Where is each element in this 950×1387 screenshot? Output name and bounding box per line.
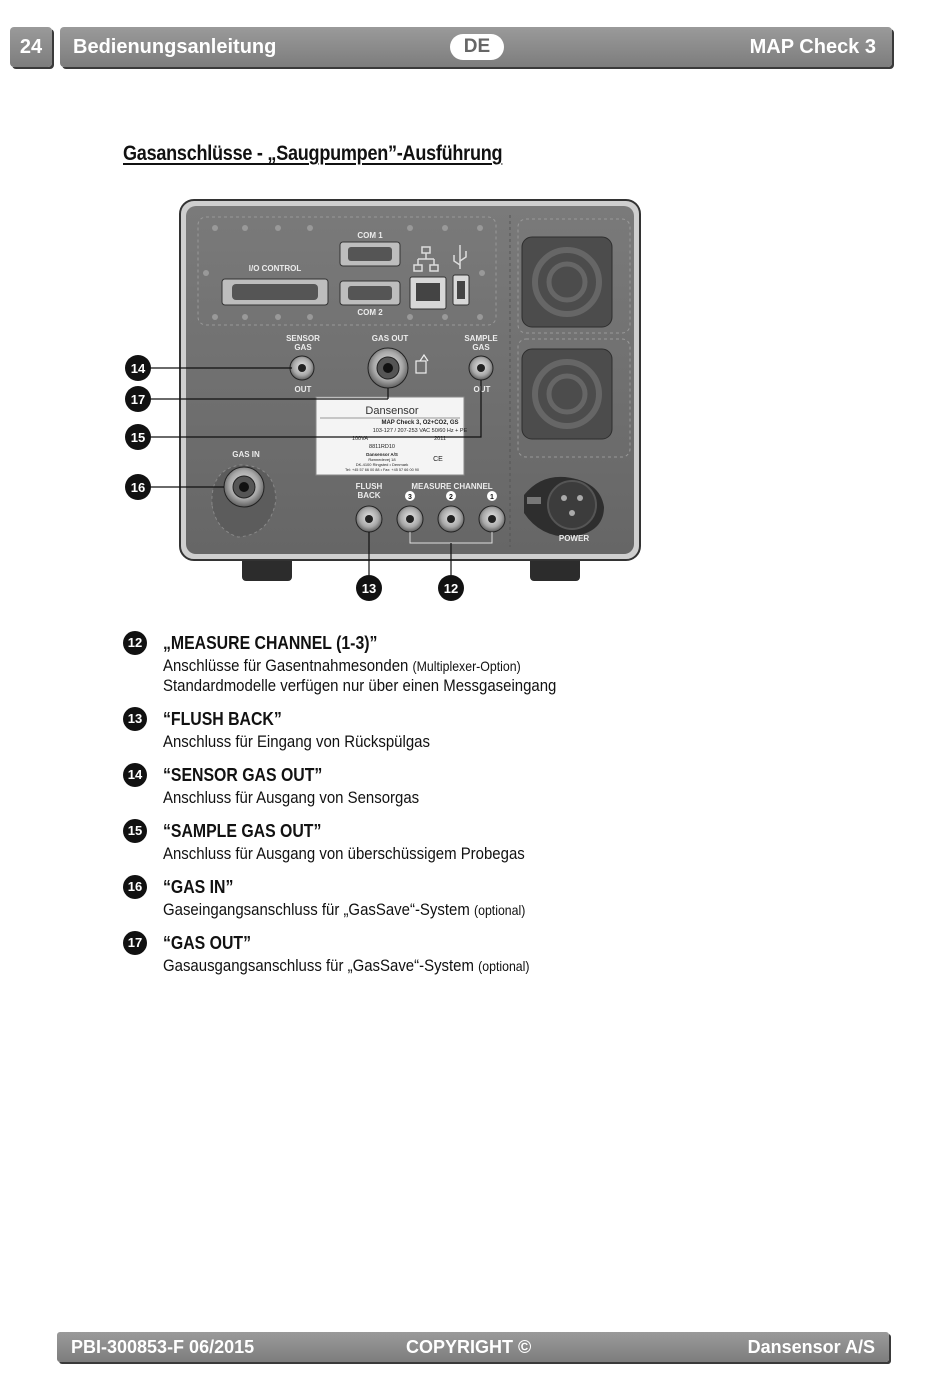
sensor-out-label: OUT: [295, 385, 312, 394]
callout-15: 15: [125, 424, 151, 450]
plate-brand: Dansensor: [365, 405, 419, 417]
callout-16: 16: [125, 474, 151, 500]
plate-ce-mark: CE: [433, 456, 443, 463]
item-title: “GAS OUT”: [163, 933, 252, 953]
measure-channel-label: MEASURE CHANNEL: [411, 482, 492, 491]
item-title: “GAS IN”: [163, 877, 234, 897]
network-icon: [413, 246, 439, 272]
plate-address-1: Rønnedevej 18: [368, 457, 396, 462]
left-foot: [242, 555, 292, 581]
gassave-icon: [415, 353, 429, 374]
item-description: Gaseingangsanschluss für „GasSave“-Syste…: [163, 900, 526, 919]
company-name: Dansensor A/S: [747, 1337, 875, 1357]
item-description: Anschluss für Ausgang von Sensorgas: [163, 788, 420, 807]
svg-text:15: 15: [131, 430, 145, 445]
plate-year: 2011: [434, 436, 446, 442]
plate-company: Dansensor A/S: [366, 452, 398, 457]
svg-text:17: 17: [131, 392, 145, 407]
list-item: 17 “GAS OUT” Gasausgangsanschluss für „G…: [123, 930, 683, 976]
section-title: Gasanschlüsse - „Saugpumpen”-Ausführung: [123, 142, 503, 165]
copyright-notice: COPYRIGHT ©: [406, 1337, 532, 1357]
svg-text:13: 13: [362, 581, 376, 596]
page-number: 24: [10, 27, 52, 67]
sensor-gas-label-1: SENSOR: [286, 334, 320, 343]
list-item: 15 “SAMPLE GAS OUT” Anschluss für Ausgan…: [123, 818, 683, 864]
list-item: 16 “GAS IN” Gaseingangsanschluss für „Ga…: [123, 874, 683, 920]
item-title: „MEASURE CHANNEL (1-3)”: [163, 633, 378, 653]
plate-power: 100VA: [352, 436, 368, 442]
item-description: Anschlüsse für Gasentnahmesonden (Multip…: [163, 656, 521, 675]
header-bar: Bedienungsanleitung DE MAP Check 3: [60, 27, 892, 67]
callout-17: 17: [125, 386, 151, 412]
right-foot: [530, 555, 580, 581]
item-number-badge: 13: [123, 707, 147, 731]
sample-gas-label-1: SAMPLE: [464, 334, 498, 343]
flush-back-label-2: BACK: [357, 491, 380, 500]
svg-text:16: 16: [131, 480, 145, 495]
item-title: “FLUSH BACK”: [163, 709, 282, 729]
flush-back-label-1: FLUSH: [356, 482, 383, 491]
com1-label: COM 1: [357, 231, 383, 240]
connector-plate: [197, 216, 497, 326]
list-item: 12 „MEASURE CHANNEL (1-3)” Anschlüsse fü…: [123, 630, 683, 696]
sensor-gas-label-2: GAS: [294, 343, 312, 352]
item-title: “SENSOR GAS OUT”: [163, 765, 323, 785]
list-item: 14 “SENSOR GAS OUT” Anschluss für Ausgan…: [123, 762, 683, 808]
callout-12: 12: [438, 575, 464, 601]
plate-voltage: 103-127 / 207-253 VAC 50/60 Hz + PE: [373, 428, 468, 434]
channel-3-number: 3: [408, 494, 412, 501]
channel-1-number: 1: [490, 494, 494, 501]
manual-title: Bedienungsanleitung: [73, 36, 277, 58]
item-description-2: Standardmodelle verfügen nur über einen …: [163, 676, 557, 695]
plate-address-2: DK-4100 Ringsted • Denmark: [356, 462, 409, 467]
list-item: 13 “FLUSH BACK” Anschluss für Eingang vo…: [123, 706, 683, 752]
com2-label: COM 2: [357, 308, 383, 317]
plate-phone: Tel: +45 57 66 00 88 • Fax: +45 57 66 00…: [345, 468, 419, 472]
connection-descriptions: 12 „MEASURE CHANNEL (1-3)” Anschlüsse fü…: [123, 630, 683, 986]
gas-in-label: GAS IN: [232, 450, 260, 459]
plate-model: MAP Check 3, O2+CO2, GS: [381, 420, 458, 426]
sample-out-label: OUT: [474, 385, 491, 394]
item-number-badge: 16: [123, 875, 147, 899]
item-description: Anschluss für Ausgang von überschüssigem…: [163, 844, 525, 863]
channel-2-number: 2: [449, 494, 453, 501]
item-number-badge: 17: [123, 931, 147, 955]
item-number-badge: 12: [123, 631, 147, 655]
footer-bar: PBI-300853-F 06/2015 COPYRIGHT © Dansens…: [57, 1332, 889, 1362]
power-label: POWER: [559, 534, 589, 543]
svg-text:12: 12: [444, 581, 458, 596]
product-name: MAP Check 3: [749, 36, 876, 58]
item-title: “SAMPLE GAS OUT”: [163, 821, 322, 841]
device-rear-panel-svg: COM 1 COM 2 I/O CONTROL POWER SENSOR GAS…: [125, 199, 641, 601]
plate-serial: 8811RD10: [369, 444, 395, 450]
item-description: Gasausgangsanschluss für „GasSave“-Syste…: [163, 956, 530, 975]
svg-text:14: 14: [131, 361, 146, 376]
item-number-badge: 15: [123, 819, 147, 843]
sample-gas-label-2: GAS: [472, 343, 490, 352]
rating-plate: [315, 396, 465, 476]
device-rear-panel-figure: COM 1 COM 2 I/O CONTROL POWER SENSOR GAS…: [120, 195, 650, 615]
callout-14: 14: [125, 355, 151, 381]
gas-out-label: GAS OUT: [372, 334, 409, 343]
item-description: Anschluss für Eingang von Rückspülgas: [163, 732, 430, 751]
language-badge: DE: [450, 34, 504, 60]
usb-icon: [453, 245, 467, 269]
document-id: PBI-300853-F 06/2015: [71, 1337, 255, 1357]
item-number-badge: 14: [123, 763, 147, 787]
callout-13: 13: [356, 575, 382, 601]
io-control-label: I/O CONTROL: [249, 264, 302, 273]
